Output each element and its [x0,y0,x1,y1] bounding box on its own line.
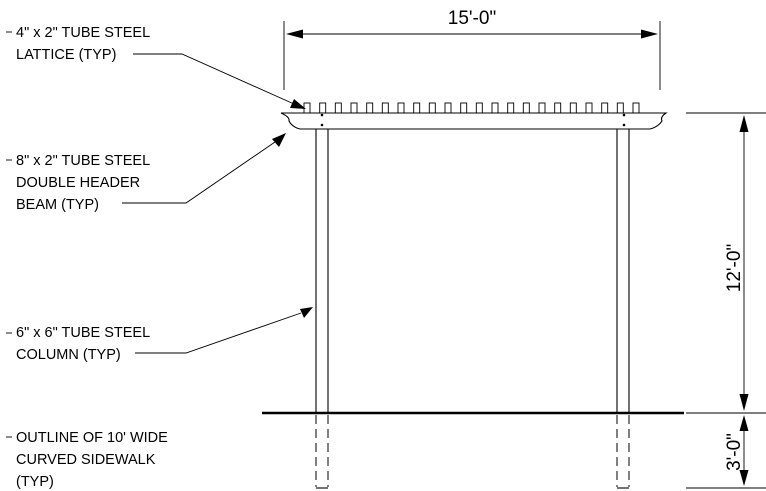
leader-arrowhead [290,99,306,109]
note-column-line1: 6" x 6" TUBE STEEL [16,325,150,341]
note-column-line2: COLUMN (TYP) [16,347,121,363]
dimension-height-label: 12'-0" [724,244,745,292]
bolt-marker [320,123,324,127]
lattice-member [601,102,609,114]
lattice-member [381,102,389,114]
dimension-arrow-top [739,115,749,132]
lattice-member [350,102,358,114]
header-beam-outline [280,112,668,130]
note-sidewalk-line2: CURVED SIDEWALK [16,452,156,468]
note-header-line1: 8" x 2" TUBE STEEL [16,153,150,169]
header-beam [280,112,668,130]
dimension-width-label: 15'-0" [448,8,496,29]
leader-line [122,141,276,204]
note-lattice-line2: LATTICE (TYP) [16,47,116,63]
lattice-member [491,102,499,114]
bolt-marker [320,113,324,117]
callout-sidewalk: OUTLINE OF 10' WIDE CURVED SIDEWALK (TYP… [6,430,168,490]
column-left [315,129,329,489]
leader-arrowhead [300,307,313,318]
lattice-member [507,102,515,114]
lattice-member [397,102,405,114]
lattice-member [632,102,640,114]
column-right [616,129,630,489]
lattice-member [538,102,546,114]
lattice-member [616,102,624,114]
lattice-member [460,102,468,114]
callout-lattice: 4" x 2" TUBE STEEL LATTICE (TYP) [6,25,306,109]
dimension-width: 15'-0" [283,8,661,90]
leader-line [135,312,302,354]
callout-header-beam: 8" x 2" TUBE STEEL DOUBLE HEADER BEAM (T… [6,133,286,213]
lattice-member [319,102,327,114]
note-header-line2: DOUBLE HEADER [16,175,140,191]
note-sidewalk-line1: OUTLINE OF 10' WIDE [16,430,168,446]
lattice-member [428,102,436,114]
leader-line [133,53,295,105]
lattice-member [413,102,421,114]
bolt-marker [622,123,626,127]
lattice-member [444,102,452,114]
note-sidewalk-line3: (TYP) [16,474,54,490]
lattice-member [554,102,562,114]
lattice-member [303,102,311,114]
bolt-marker [622,113,626,117]
dimension-arrow-bottom [739,394,749,411]
dimension-footing-label: 3'-0" [724,433,745,471]
dimension-arrow-bottom [739,470,749,486]
leader-arrowhead [272,133,286,147]
dimension-height: 12'-0" [686,112,766,489]
lattice-member [522,102,530,114]
callout-column: 6" x 6" TUBE STEEL COLUMN (TYP) [6,307,313,363]
dimension-arrow-top [739,415,749,431]
lattice-member [366,102,374,114]
note-header-line3: BEAM (TYP) [16,197,99,213]
lattice-member [585,102,593,114]
lattice-members [303,102,640,114]
lattice-member [475,102,483,114]
lattice-member [569,102,577,114]
dimension-arrow-right [641,29,658,39]
note-lattice-line1: 4" x 2" TUBE STEEL [16,25,150,41]
lattice-member [334,102,342,114]
dimension-arrow-left [286,29,303,39]
dimension-footing: 3'-0" [724,415,749,486]
